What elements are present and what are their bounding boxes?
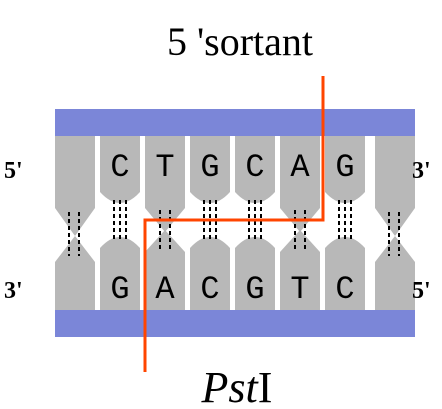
bottom-nucleotide-3 xyxy=(190,237,230,310)
top-strand-5prime-label: 5' xyxy=(4,158,23,184)
enzyme-label-roman: I xyxy=(258,363,273,409)
top-backbone xyxy=(55,109,415,136)
top-nucleotide-2 xyxy=(145,136,185,232)
top-nucleotide-edge-right xyxy=(375,136,415,236)
top-nucleotide-edge-left xyxy=(55,136,95,236)
bottom-nucleotide-edge-left xyxy=(55,236,95,310)
bottom-nucleotide-edge-right xyxy=(375,236,415,310)
restriction-cut-line xyxy=(143,76,325,372)
bottom-nucleotide-4 xyxy=(235,237,275,310)
bottom-strand-nucleotides xyxy=(55,230,415,310)
top-base-3: G xyxy=(200,149,219,186)
bottom-nucleotide-2 xyxy=(145,230,185,310)
top-nucleotide-4 xyxy=(235,136,275,203)
diagram-title: 5 'sortant xyxy=(167,19,313,64)
bottom-strand-3prime-label: 3' xyxy=(4,278,23,304)
bottom-backbone xyxy=(55,310,415,337)
top-nucleotide-6 xyxy=(325,136,365,203)
bottom-strand-5prime-label: 5' xyxy=(412,278,431,304)
bottom-nucleotide-6 xyxy=(325,237,365,310)
bottom-base-5: T xyxy=(290,271,309,308)
top-base-4: C xyxy=(245,149,264,186)
bottom-strand-bases: G A C G T C xyxy=(110,271,354,308)
top-nucleotide-3 xyxy=(190,136,230,203)
bottom-base-1: G xyxy=(110,271,129,308)
bottom-nucleotide-5 xyxy=(280,230,320,310)
top-base-1: C xyxy=(110,149,129,186)
top-strand-3prime-label: 3' xyxy=(412,158,431,184)
bottom-base-2: A xyxy=(155,271,175,308)
top-strand-bases: C T G C A G xyxy=(110,149,354,186)
top-base-6: G xyxy=(335,149,354,186)
top-base-5: A xyxy=(290,149,310,186)
bottom-base-4: G xyxy=(245,271,264,308)
enzyme-label: PstI xyxy=(201,363,273,409)
top-strand-nucleotides xyxy=(55,136,415,236)
top-base-2: T xyxy=(155,149,174,186)
top-nucleotide-1 xyxy=(100,136,140,203)
bottom-base-3: C xyxy=(200,271,219,308)
bottom-base-6: C xyxy=(335,271,354,308)
hydrogen-bonds xyxy=(68,200,400,256)
top-nucleotide-5 xyxy=(280,136,320,232)
bottom-nucleotide-1 xyxy=(100,237,140,310)
enzyme-label-italic: Pst xyxy=(201,363,260,409)
